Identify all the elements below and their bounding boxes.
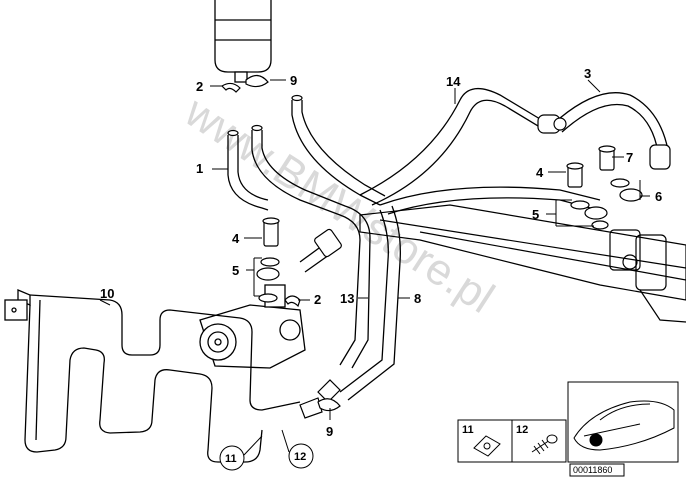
inset-panel: 11 12 00011860 bbox=[457, 381, 679, 477]
callout-6: 6 bbox=[655, 189, 662, 204]
callout-13: 13 bbox=[340, 291, 354, 306]
callout-2-bottom: 2 bbox=[314, 292, 321, 307]
leader-lines bbox=[99, 79, 650, 420]
screw-icon bbox=[531, 434, 558, 455]
callout-5-left: 5 bbox=[232, 263, 239, 278]
callout-9-top: 9 bbox=[290, 73, 297, 88]
inset-item-11: 11 bbox=[462, 424, 474, 436]
callout-8: 8 bbox=[414, 291, 421, 306]
cooling-coil bbox=[4, 289, 301, 463]
callout-12-circled: 12 bbox=[288, 443, 314, 469]
callout-2-top: 2 bbox=[196, 79, 203, 94]
callout-11-circled: 11 bbox=[219, 445, 245, 471]
callout-1: 1 bbox=[196, 161, 203, 176]
callout-12: 12 bbox=[294, 451, 306, 463]
watermark: www.BMWstore.pl bbox=[176, 87, 503, 323]
hardware bbox=[221, 74, 643, 412]
callout-5-right: 5 bbox=[532, 207, 539, 222]
callout-14: 14 bbox=[446, 74, 461, 89]
hoses bbox=[227, 88, 669, 401]
inset-item-12: 12 bbox=[516, 424, 528, 436]
clip-nut-icon bbox=[473, 435, 501, 457]
callout-4-left: 4 bbox=[232, 231, 240, 246]
callout-9-bottom: 9 bbox=[326, 424, 333, 439]
car-location-icon bbox=[573, 400, 675, 451]
callout-7: 7 bbox=[626, 150, 633, 165]
callout-3: 3 bbox=[584, 66, 591, 81]
fittings bbox=[227, 94, 671, 419]
callout-4-right: 4 bbox=[536, 165, 544, 180]
steering-rack bbox=[359, 204, 686, 323]
callout-10: 10 bbox=[100, 286, 114, 301]
fluid-reservoir bbox=[214, 0, 272, 83]
diagram-code: 00011860 bbox=[573, 465, 612, 475]
callout-11: 11 bbox=[225, 453, 237, 465]
